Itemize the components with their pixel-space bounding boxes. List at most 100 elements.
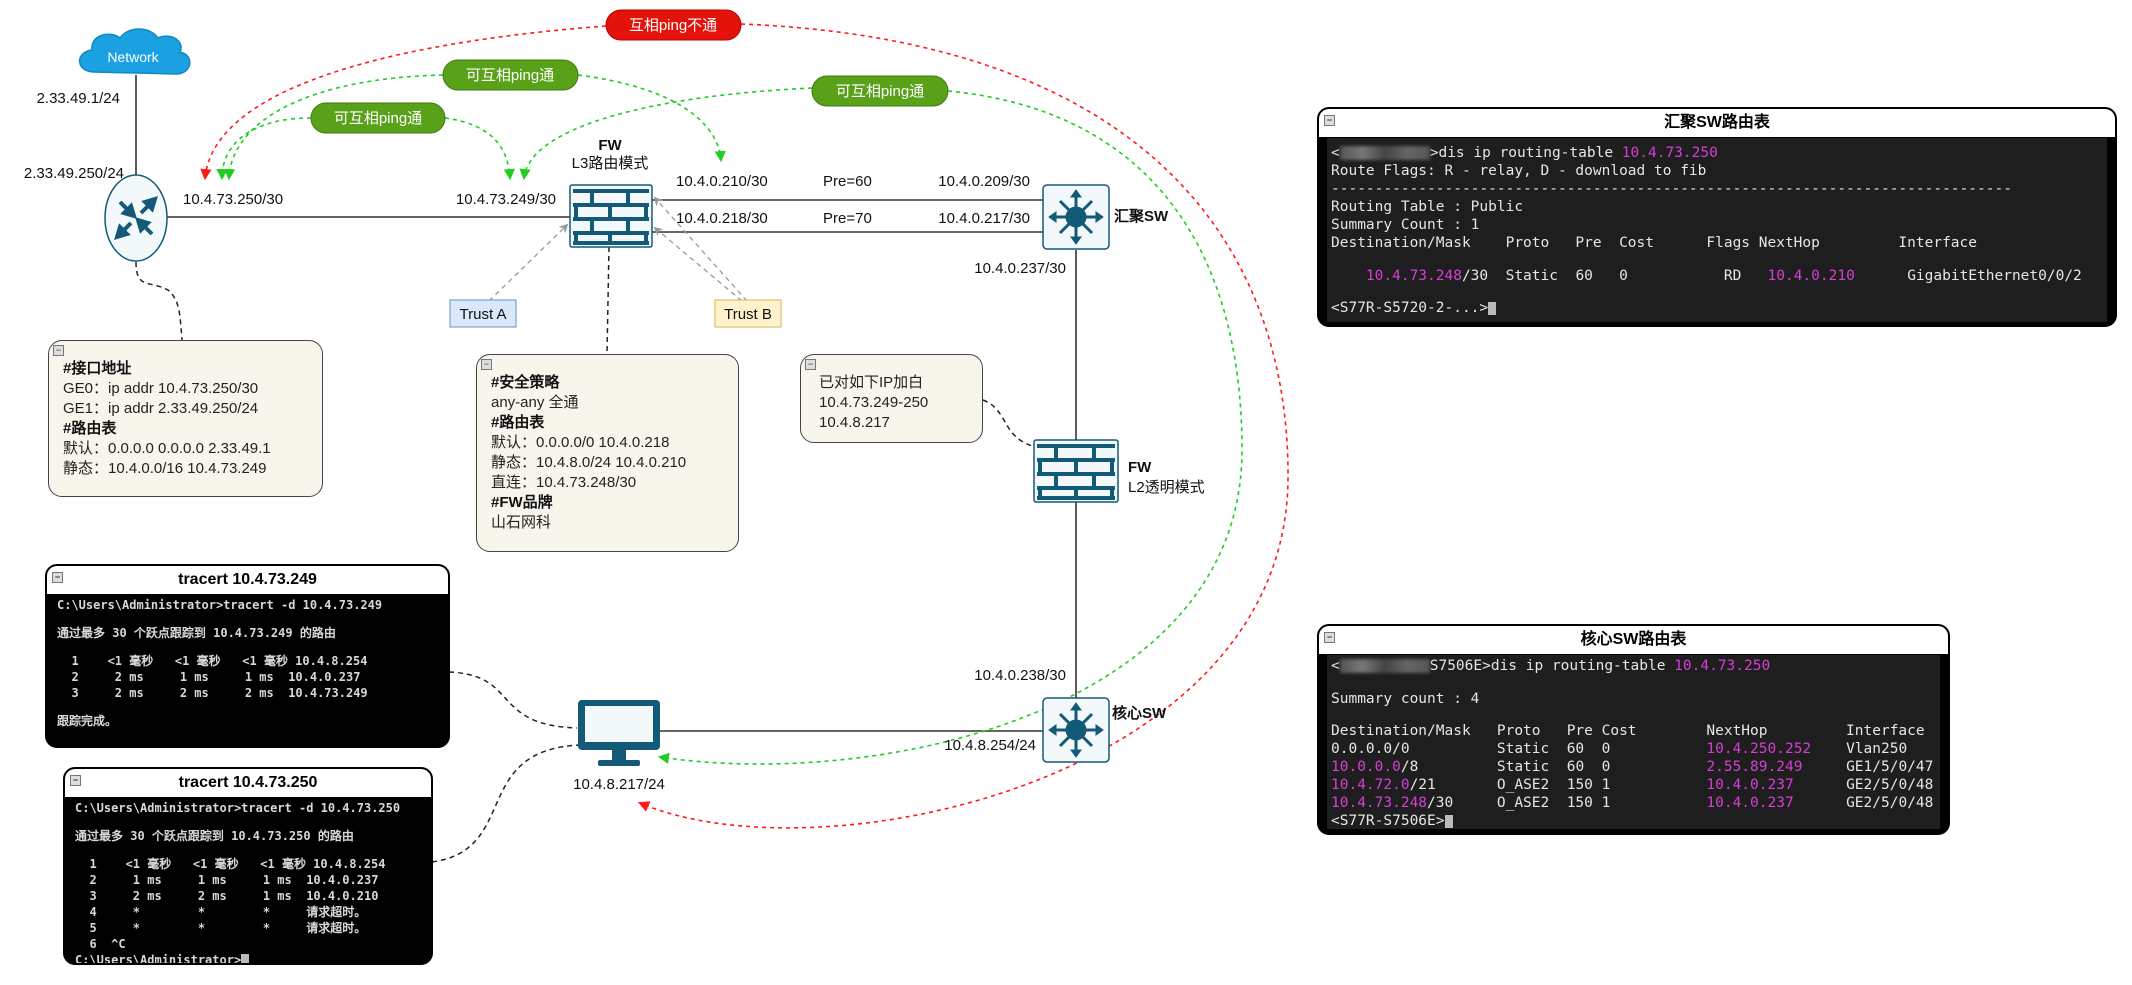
terminal-line: 1 <1 毫秒 <1 毫秒 <1 毫秒 10.4.8.254: [57, 653, 438, 669]
agg-link2-ip: 10.4.0.217/30: [938, 210, 1030, 227]
no-ping-arc-right: [637, 23, 1289, 829]
cursor-icon: [1488, 301, 1497, 315]
fw-l3-name: FW: [598, 137, 622, 154]
terminal-text: 3 2 ms 2 ms 2 ms 10.4.73.249: [57, 686, 368, 700]
fw-l2-name: FW: [1128, 459, 1152, 476]
note-line: 默认：0.0.0.0/0 10.4.0.218: [491, 434, 670, 451]
terminal-text: /8 Static 60 0: [1400, 759, 1707, 775]
terminal-line: 3 2 ms 2 ms 2 ms 10.4.73.249: [57, 685, 438, 701]
terminal-line: 10.4.73.248/30 Static 60 0 RD 10.4.0.210…: [1331, 267, 2103, 285]
note-heading: #FW品牌: [491, 494, 553, 511]
terminal-line: 10.0.0.0/8 Static 60 0 2.55.89.249 GE1/5…: [1331, 758, 1936, 776]
collapse-icon[interactable]: −: [1324, 115, 1335, 126]
pill-ping-ok-3: 可互相ping通: [811, 75, 949, 107]
terminal-text: >dis ip routing-table: [1429, 145, 1622, 161]
terminal-text: C:\Users\Administrator>: [75, 953, 242, 965]
note-line: 已对如下IP加白: [819, 374, 924, 391]
note-line: 静态：10.4.0.0/16 10.4.73.249: [63, 460, 267, 477]
collapse-icon[interactable]: −: [52, 572, 63, 583]
note-line: 10.4.8.217: [819, 414, 890, 431]
terminal-text: Destination/Mask Proto Pre Cost Flags Ne…: [1331, 235, 1978, 251]
terminal-line: 2 2 ms 1 ms 1 ms 10.4.0.237: [57, 669, 438, 685]
terminal-line: 3 2 ms 2 ms 1 ms 10.4.0.210: [75, 888, 421, 904]
note-heading: #路由表: [491, 414, 545, 431]
terminal-line: <S77R-S5720-2-...>: [1331, 299, 2103, 317]
note-heading: #接口地址: [63, 360, 132, 377]
pill-no-ping-label: 互相ping不通: [629, 17, 717, 34]
fw-l2-mode: L2透明模式: [1128, 479, 1205, 496]
terminal-text: Vlan250: [1811, 741, 1908, 757]
terminal-line: <S77R-S7506E>: [1331, 812, 1936, 829]
ping-arc-2-right: [577, 74, 726, 163]
collapse-icon[interactable]: −: [805, 359, 816, 370]
trust-b-arrow-2: [653, 226, 743, 302]
pc-monitor-icon[interactable]: [578, 700, 660, 766]
terminal-text: ----------------------------------------…: [1331, 181, 2012, 197]
terminal-text: Summary count : 4: [1331, 690, 1480, 707]
terminal-line: 2 1 ms 1 ms 1 ms 10.4.0.237: [75, 872, 421, 888]
highlighted-text: 10.0.0.0: [1331, 759, 1401, 775]
note-connectors: [135, 246, 1041, 863]
collapse-icon[interactable]: −: [70, 775, 81, 786]
terminal-line: 跟踪完成。: [57, 713, 438, 729]
panel-title-bar: − 核心SW路由表: [1319, 626, 1948, 655]
pc-ip: 10.4.8.217/24: [573, 776, 665, 793]
firewall-l2-icon[interactable]: [1033, 439, 1119, 503]
ping-arc-1-left: [216, 117, 312, 181]
fw-l3-mode: L3路由模式: [572, 155, 649, 172]
note-line: 10.4.73.249-250: [819, 394, 929, 411]
note-line: GE0：ip addr 10.4.73.250/30: [63, 380, 259, 397]
router-icon[interactable]: [104, 174, 168, 262]
note-heading: #安全策略: [491, 374, 560, 391]
firewall-l3-icon[interactable]: [569, 184, 653, 248]
pill-ping-ok-2-label: 可互相ping通: [466, 67, 554, 84]
terminal-text: GE1/5/0/47: [1802, 759, 1934, 775]
ping-arc-3-left: [519, 87, 813, 181]
terminal-line: ----------------------------------------…: [1331, 180, 2103, 198]
agg-down-ip: 10.4.0.237/30: [974, 260, 1066, 277]
aggregation-switch-icon[interactable]: [1042, 184, 1110, 250]
highlighted-text: 10.4.72.0: [1331, 777, 1410, 793]
panel-title: 核心SW路由表: [1580, 631, 1687, 648]
cursor-icon: [1444, 814, 1453, 828]
terminal-text: C:\Users\Administrator>tracert -d 10.4.7…: [75, 801, 401, 815]
terminal-text: 2 1 ms 1 ms 1 ms 10.4.0.237: [75, 873, 379, 887]
terminal-line: [75, 844, 421, 856]
agg-sw-name: 汇聚SW: [1114, 208, 1169, 225]
agg-sw-routing-table-panel: −汇聚SW路由表 <>dis ip routing-table 10.4.73.…: [1317, 107, 2117, 327]
ping-arc-2-left: [223, 74, 444, 181]
terminal-text: GigabitEthernet0/0/2: [1854, 267, 2082, 284]
core-switch-icon[interactable]: [1042, 697, 1110, 763]
terminal-line: [75, 816, 421, 828]
pill-ping-ok-1: 可互相ping通: [310, 102, 446, 134]
terminal-line: <S7506E>dis ip routing-table 10.4.73.250: [1331, 657, 1936, 675]
network-cloud-label: Network: [107, 49, 159, 65]
trust-a-label: Trust A: [460, 306, 507, 323]
highlighted-text: 10.4.73.250: [1621, 145, 1718, 161]
terminal-output: <S7506E>dis ip routing-table 10.4.73.250…: [1327, 655, 1940, 829]
redacted-hostname: [1339, 146, 1430, 160]
note-line: 直连：10.4.73.248/30: [491, 474, 637, 491]
cursor-icon: [241, 954, 250, 963]
collapse-icon[interactable]: −: [1324, 632, 1335, 643]
ping-arc-1-right: [444, 117, 515, 181]
terminal-output: C:\Users\Administrator>tracert -d 10.4.7…: [47, 595, 448, 731]
note-line: 静态：10.4.8.0/24 10.4.0.210: [491, 454, 687, 471]
whitelist-note: − 已对如下IP加白 10.4.73.249-250 10.4.8.217: [800, 354, 983, 443]
collapse-icon[interactable]: −: [53, 345, 64, 356]
terminal-text: Destination/Mask Proto Pre Cost NextHop …: [1331, 723, 1925, 739]
pill-ping-ok-1-label: 可互相ping通: [334, 110, 422, 127]
pill-ping-ok-2: 可互相ping通: [442, 59, 579, 91]
terminal-text: GE2/5/0/48: [1793, 777, 1934, 793]
terminal-text: <S77R-S7506E>: [1331, 813, 1445, 829]
terminal-line: Destination/Mask Proto Pre Cost NextHop …: [1331, 722, 1936, 740]
agg-link1-ip: 10.4.0.209/30: [938, 173, 1030, 190]
terminal-text: /30 O_ASE2 150 1: [1427, 795, 1707, 811]
highlighted-text: 10.4.0.237: [1706, 777, 1794, 793]
trust-a-arrow: [488, 223, 569, 302]
collapse-icon[interactable]: −: [481, 359, 492, 370]
network-cloud-icon[interactable]: Network: [78, 28, 191, 75]
highlighted-text: 10.4.250.252: [1706, 741, 1812, 757]
core-sw-routing-table-panel: − 核心SW路由表 <S7506E>dis ip routing-table 10…: [1317, 624, 1950, 835]
